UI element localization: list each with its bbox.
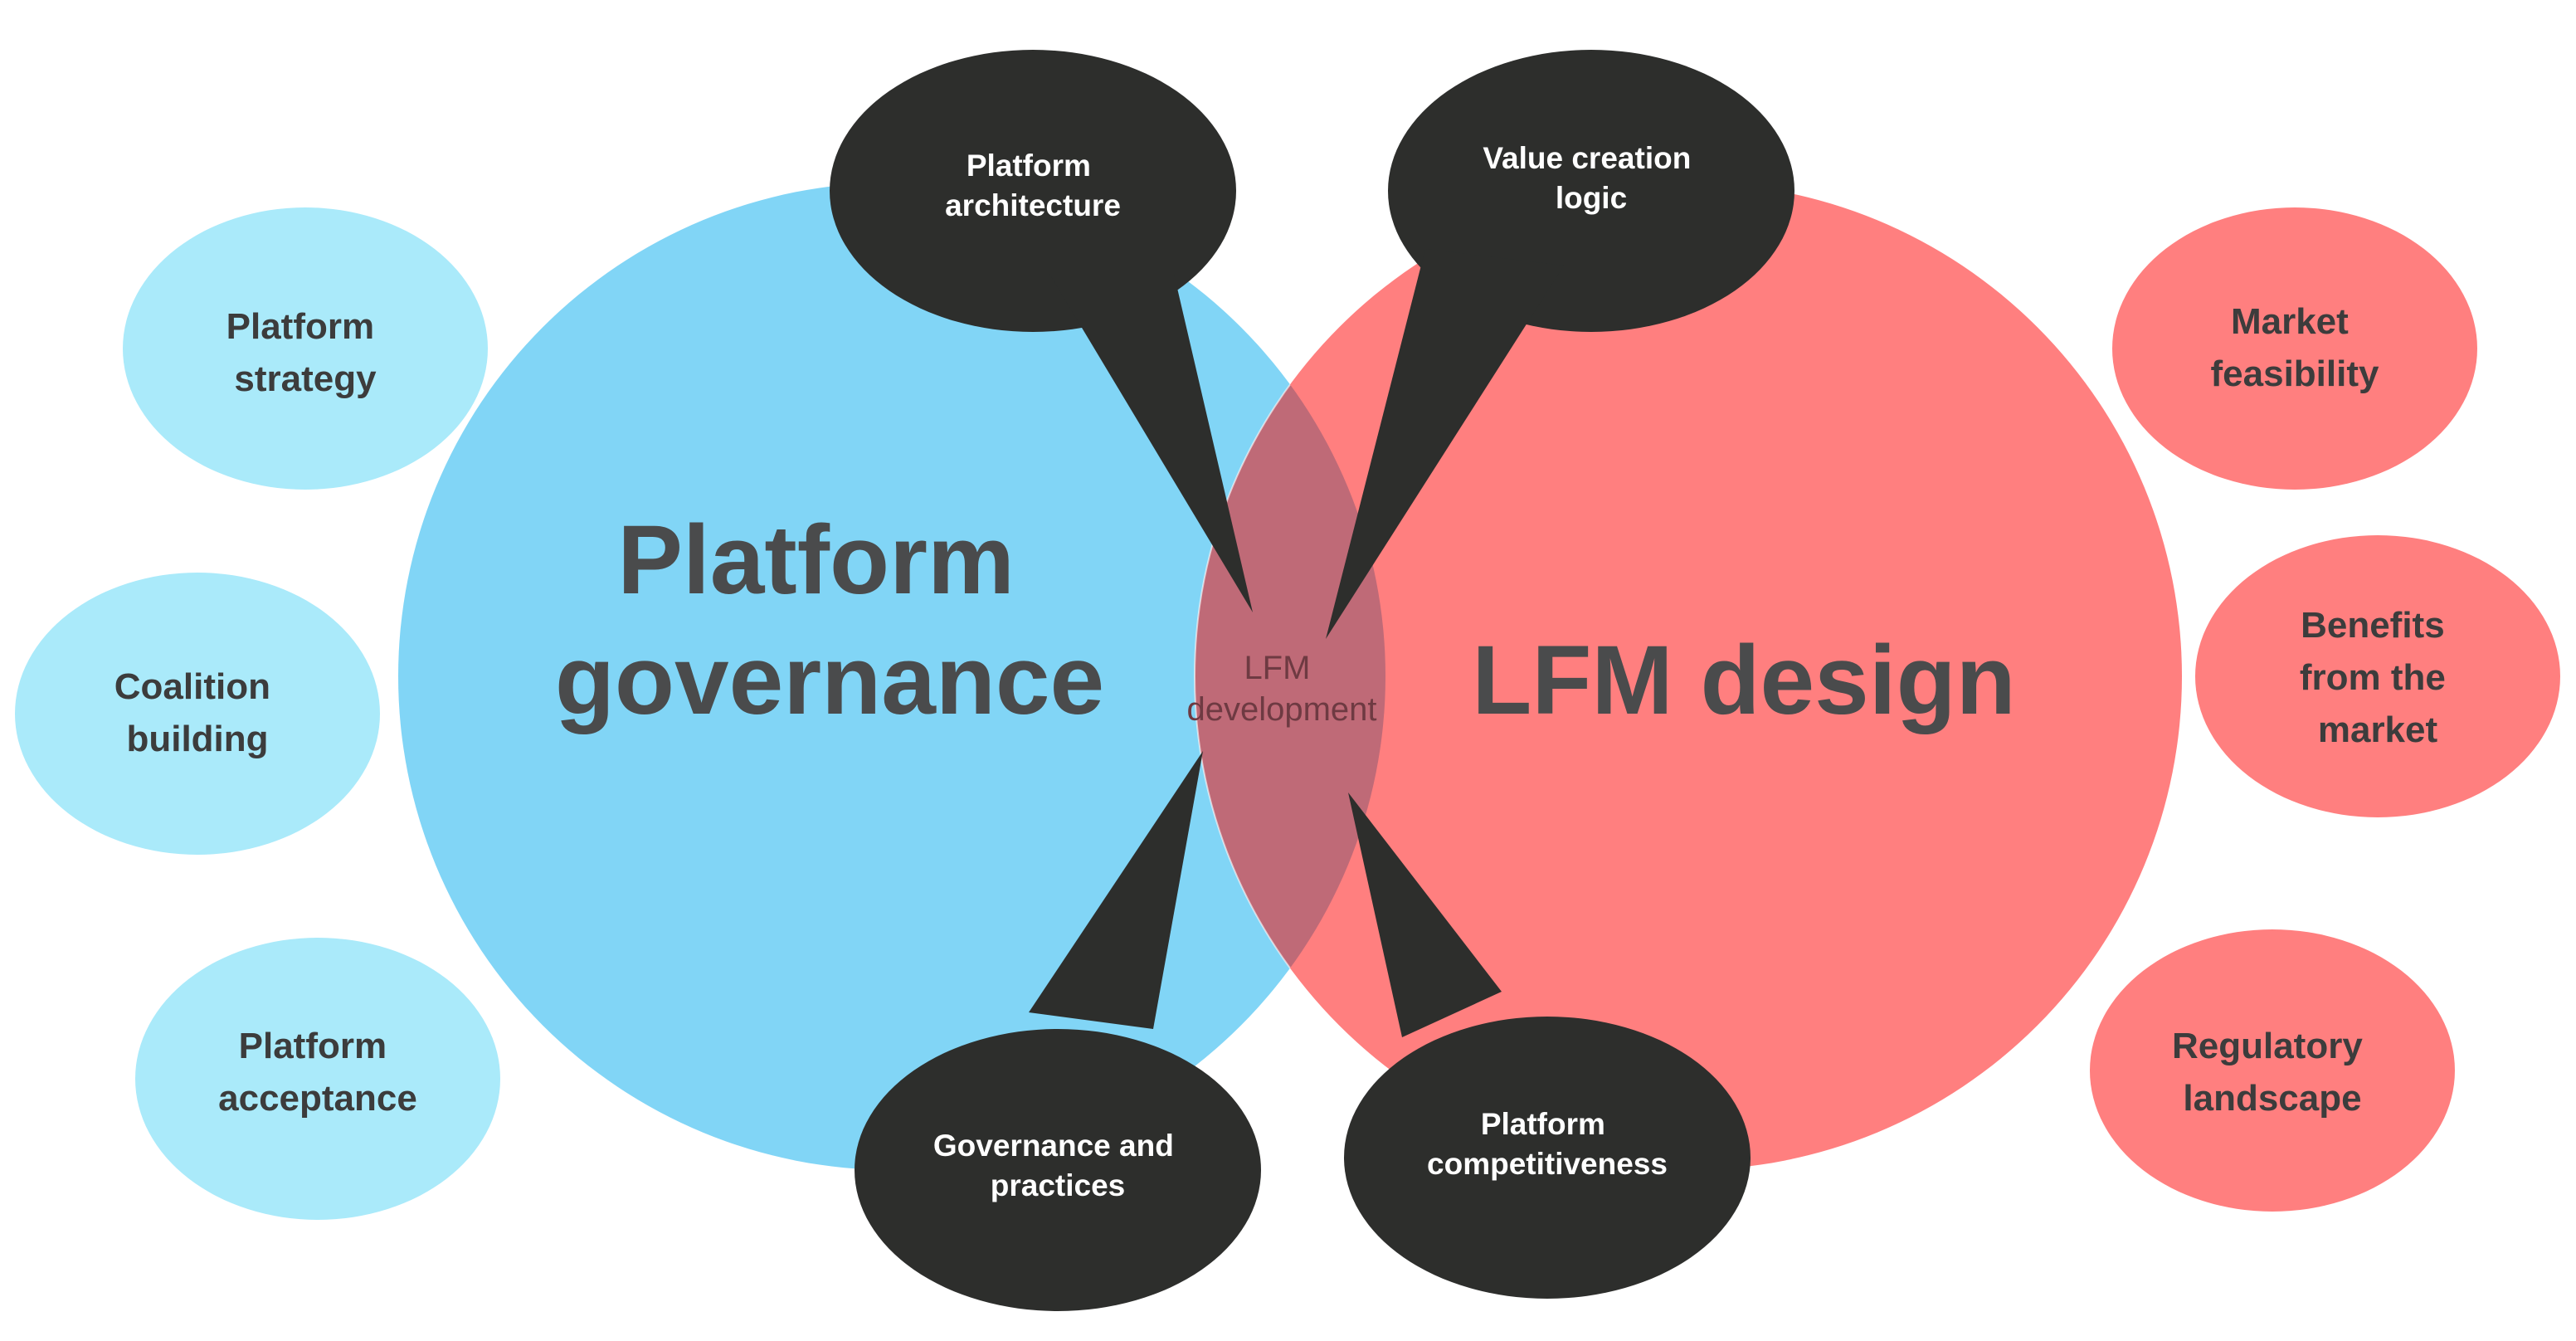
market-feasibility-label: Market feasibility [2211, 301, 2379, 394]
market-feasibility-bubble [2112, 207, 2477, 490]
benefits-from-market-label: Benefits from the market [2300, 605, 2456, 750]
governance-title: Platform governance [555, 505, 1104, 735]
coalition-building-label: Coalition building [114, 666, 280, 759]
callout-platform-competitiveness [1344, 792, 1751, 1299]
callout-platform-architecture [830, 50, 1253, 612]
governance-and-practices-label: Governance and practices [933, 1129, 1182, 1202]
callout-governance-and-practices [855, 751, 1261, 1311]
platform-architecture-label: Platform architecture [945, 149, 1121, 222]
platform-acceptance-label: Platform acceptance [218, 1026, 417, 1119]
design-title: LFM design [1472, 626, 2016, 735]
benefits-from-market-bubble [2195, 535, 2560, 817]
coalition-building-bubble [15, 573, 380, 855]
platform-acceptance-bubble [135, 938, 500, 1220]
overlap-label: LFM development [1186, 650, 1376, 728]
regulatory-landscape-label: Regulatory landscape [2172, 1026, 2373, 1119]
value-creation-logic-label: Value creation logic [1483, 141, 1699, 215]
regulatory-landscape-bubble [2090, 929, 2455, 1212]
platform-strategy-label: Platform strategy [226, 306, 385, 399]
callout-value-creation-logic [1326, 50, 1794, 639]
platform-competitiveness-label: Platform competitiveness [1427, 1107, 1668, 1181]
platform-strategy-bubble [123, 207, 488, 490]
